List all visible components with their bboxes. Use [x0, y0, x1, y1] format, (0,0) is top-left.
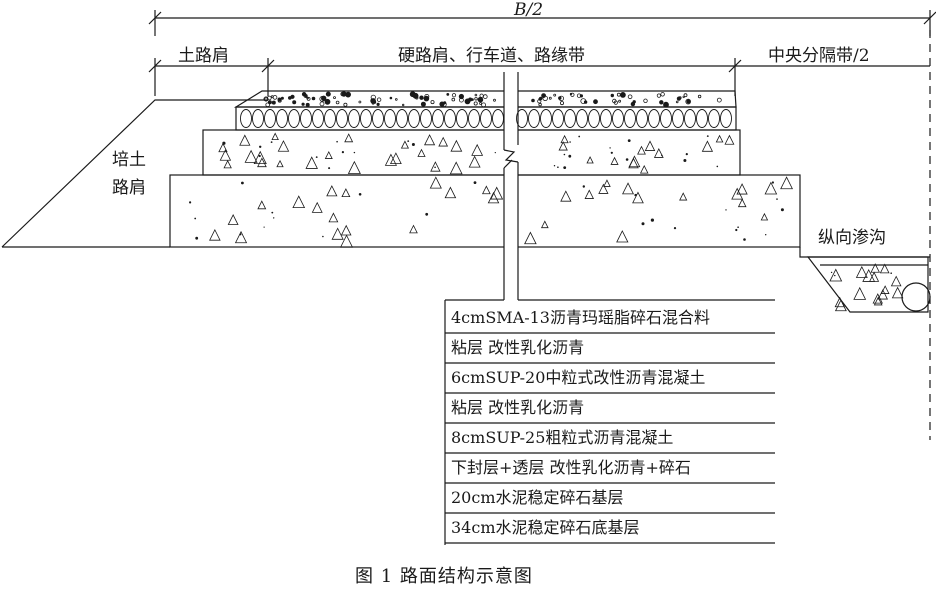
layer-row: 20cm水泥稳定碎石基层 — [451, 488, 624, 507]
layer-row: 34cm水泥稳定碎石底基层 — [451, 518, 640, 537]
layer-row: 下封层+透层 改性乳化沥青+碎石 — [451, 458, 691, 477]
layer-row: 粘层 改性乳化沥青 — [451, 338, 585, 357]
segment-dimensions — [148, 58, 930, 96]
ground-line-right — [799, 247, 930, 258]
drain-label: 纵向渗沟 — [818, 228, 886, 248]
base-stone-texture — [218, 132, 735, 175]
layer-row: 8cmSUP-25粗粒式沥青混凝土 — [451, 428, 674, 447]
drain-stone-texture — [829, 263, 904, 312]
layer-row: 4cmSMA-13沥青玛瑶脂碎石混合料 — [451, 308, 710, 327]
asphalt-binder-layer — [235, 106, 737, 131]
break-column — [503, 70, 519, 302]
subbase-stone-texture — [189, 176, 794, 248]
fill-shoulder-outline — [1, 99, 268, 248]
subbase-layer — [169, 174, 801, 248]
drain-pipe — [901, 282, 931, 312]
median-label: 中央分隔带/2 — [768, 46, 870, 66]
sma-surface-layer — [233, 90, 737, 108]
layer-row: 6cmSUP-20中粒式改性沥青混凝土 — [451, 368, 706, 387]
binder-circle-texture — [240, 109, 732, 128]
fill-shoulder-label-1: 培土 — [112, 150, 146, 170]
figure-caption: 图 1 路面结构示意图 — [355, 566, 533, 587]
total-width-label: B/2 — [514, 0, 544, 20]
total-width-dimension — [148, 10, 936, 36]
carriageway-label: 硬路肩、行车道、路缘带 — [398, 46, 585, 66]
sma-texture — [263, 91, 722, 108]
soil-shoulder-label: 土路肩 — [178, 46, 229, 66]
base-layer — [202, 129, 741, 176]
layer-row: 粘层 改性乳化沥青 — [451, 398, 585, 417]
fill-shoulder-label-2: 路肩 — [112, 178, 146, 198]
drain-trench — [806, 256, 929, 313]
